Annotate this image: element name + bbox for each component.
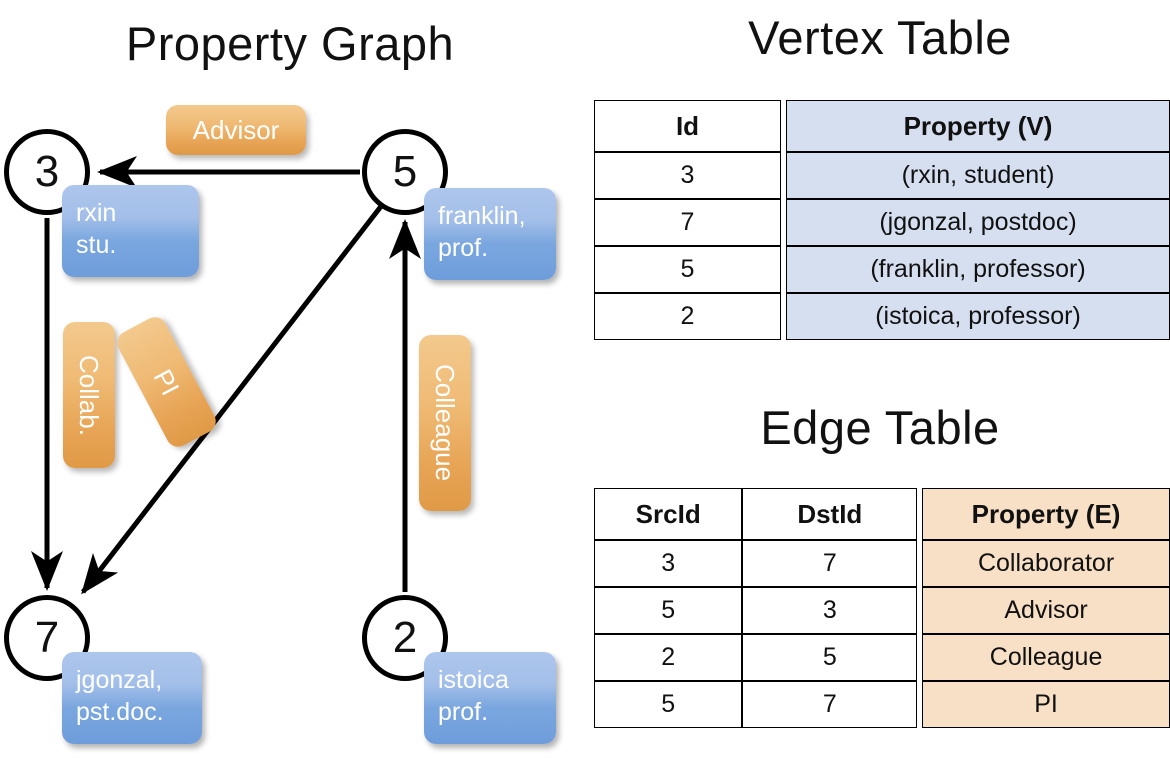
- edge-table-header-srcid: SrcId: [594, 488, 743, 540]
- graph-node-7-label: 7: [34, 613, 60, 662]
- property-graph-canvas: 3 5 7 2 rxin stu. franklin, prof. jgonza…: [4, 105, 556, 744]
- node-7-property-callout: jgonzal, pst.doc.: [62, 652, 202, 744]
- edge-row-0-dst: 7: [742, 540, 918, 587]
- graph-node-2-label: 2: [392, 613, 418, 662]
- table-row[interactable]: 2 5 Colleague: [594, 634, 1170, 681]
- node-2-property-line1: istoica: [438, 666, 509, 694]
- edge-row-1-dst: 3: [742, 587, 918, 634]
- edge-table-header-property: Property (E): [922, 488, 1170, 540]
- edge-table: SrcId DstId Property (E) 3 7 Collaborato…: [594, 488, 1170, 728]
- page-title-property-graph: Property Graph: [125, 17, 455, 70]
- table-row[interactable]: 3 (rxin, student): [594, 152, 1170, 199]
- vertex-row-2-property: (franklin, professor): [786, 246, 1170, 293]
- table-row[interactable]: 5 (franklin, professor): [594, 246, 1170, 293]
- vertex-row-3-property: (istoica, professor): [786, 293, 1170, 340]
- node-3-property-line1: rxin: [76, 199, 117, 227]
- node-5-property-callout: franklin, prof.: [424, 188, 556, 280]
- edge-label-advisor: Advisor: [166, 105, 306, 155]
- table-row[interactable]: 7 (jgonzal, postdoc): [594, 199, 1170, 246]
- vertex-row-3-id: 2: [594, 293, 781, 340]
- page-title-vertex-table: Vertex Table: [748, 11, 1012, 64]
- node-7-property-line1: jgonzal,: [76, 666, 163, 694]
- edge-label-colleague: Colleague: [419, 335, 471, 511]
- node-3-property-line2: stu.: [76, 231, 117, 259]
- edge-label-collab: Collab.: [63, 322, 115, 468]
- vertex-row-1-id: 7: [594, 199, 781, 246]
- graph-edges-svg: [31, 156, 421, 595]
- edge-row-0-property: Collaborator: [922, 540, 1170, 587]
- vertex-table-header-row: Id Property (V): [594, 100, 1170, 152]
- edge-row-2-src: 2: [594, 634, 743, 681]
- node-5-property-line2: prof.: [438, 234, 489, 262]
- vertex-row-2-id: 5: [594, 246, 781, 293]
- edge-row-3-src: 5: [594, 681, 743, 728]
- table-row[interactable]: 2 (istoica, professor): [594, 293, 1170, 340]
- edge-table-gap: [917, 488, 923, 540]
- node-2-property-line2: prof.: [438, 698, 489, 726]
- vertex-table: Id Property (V) 3 (rxin, student) 7 (jgo…: [594, 100, 1170, 340]
- page-title-edge-table: Edge Table: [760, 401, 1000, 454]
- graph-node-3-label: 3: [34, 147, 60, 196]
- edge-row-3-property: PI: [922, 681, 1170, 728]
- vertex-table-gap: [781, 152, 786, 199]
- vertex-table-gap: [781, 246, 786, 293]
- edge-row-1-src: 5: [594, 587, 743, 634]
- vertex-row-1-property: (jgonzal, postdoc): [786, 199, 1170, 246]
- edge-label-advisor-text: Advisor: [192, 114, 280, 145]
- node-3-property-callout: rxin stu.: [62, 185, 199, 277]
- edge-label-collab-text: Collab.: [74, 354, 104, 436]
- table-row[interactable]: 3 7 Collaborator: [594, 540, 1170, 587]
- edge-table-gap: [917, 587, 923, 634]
- edge-row-2-dst: 5: [742, 634, 918, 681]
- edge-row-3-dst: 7: [742, 681, 918, 728]
- node-5-property-line1: franklin,: [438, 202, 526, 230]
- edge-row-0-src: 3: [594, 540, 743, 587]
- edge-table-gap: [917, 681, 923, 728]
- edge-label-colleague-text: Colleague: [430, 364, 460, 482]
- edge-label-pi-text: PI: [147, 364, 186, 400]
- edge-row-2-property: Colleague: [922, 634, 1170, 681]
- vertex-row-0-property: (rxin, student): [786, 152, 1170, 199]
- vertex-table-gap: [781, 100, 786, 152]
- graph-node-5[interactable]: 5: [362, 129, 448, 215]
- edge-table-header-row: SrcId DstId Property (E): [594, 488, 1170, 540]
- vertex-table-header-id: Id: [594, 100, 781, 152]
- vertex-table-gap: [781, 199, 786, 246]
- node-7-property-line2: pst.doc.: [76, 698, 164, 726]
- graph-node-5-label: 5: [392, 147, 418, 196]
- vertex-table-gap: [781, 293, 786, 340]
- table-row[interactable]: 5 3 Advisor: [594, 587, 1170, 634]
- edge-row-1-property: Advisor: [922, 587, 1170, 634]
- edge-table-header-dstid: DstId: [742, 488, 918, 540]
- node-2-property-callout: istoica prof.: [424, 652, 556, 744]
- edge-5-to-7: [81, 203, 384, 595]
- graph-node-2[interactable]: 2: [362, 595, 448, 681]
- edge-table-gap: [917, 540, 923, 587]
- edge-table-gap: [917, 634, 923, 681]
- vertex-table-header-property: Property (V): [786, 100, 1170, 152]
- vertex-row-0-id: 3: [594, 152, 781, 199]
- table-row[interactable]: 5 7 PI: [594, 681, 1170, 728]
